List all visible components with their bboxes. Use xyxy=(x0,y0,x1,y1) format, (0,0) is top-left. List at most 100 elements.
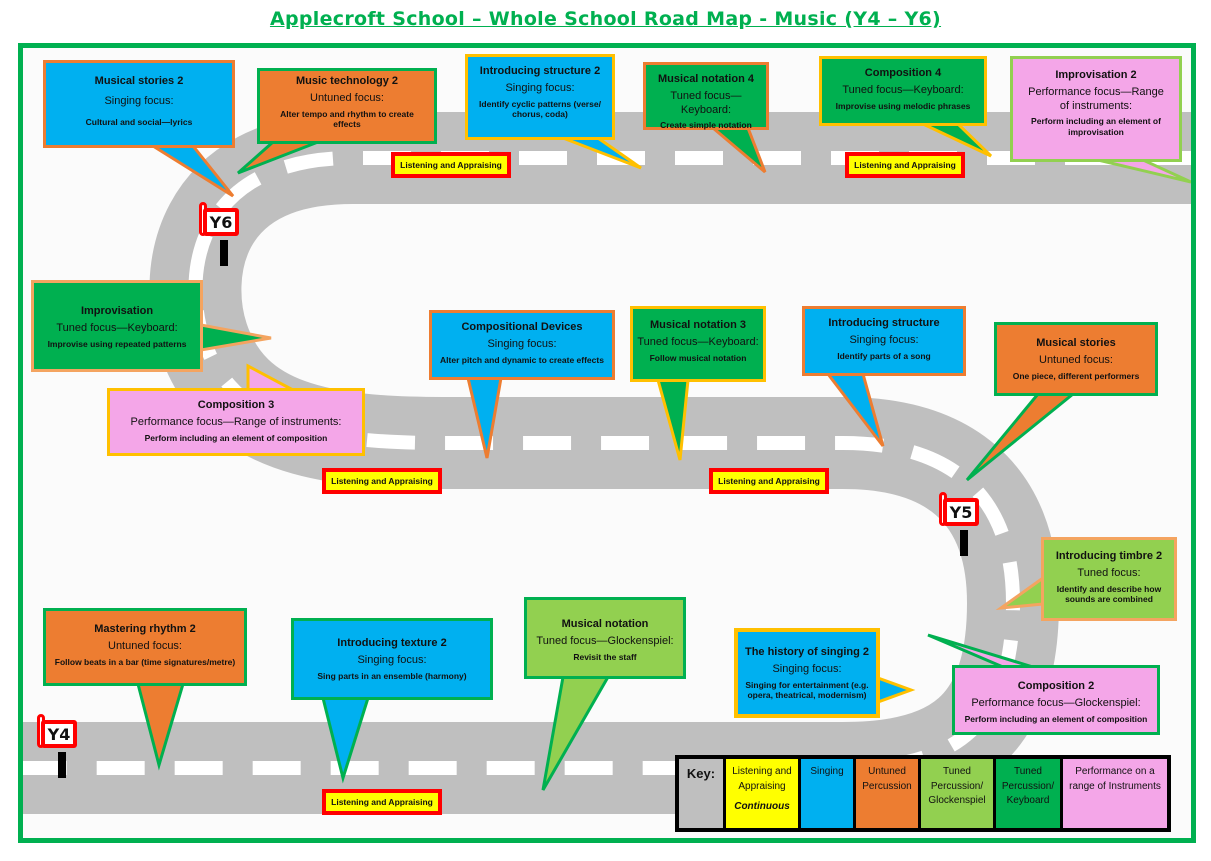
unit-detail: Singing for entertainment (e.g. opera, t… xyxy=(745,679,869,701)
unit-focus: Performance focus—Range of instruments: xyxy=(1028,85,1164,112)
unit-callout-music-technology-2: Music technology 2 Untuned focus: Alter … xyxy=(257,68,437,144)
listening-appraising-badge: Listening and Appraising xyxy=(709,468,829,494)
unit-detail: Identify and describe how sounds are com… xyxy=(1056,583,1162,605)
unit-title: Improvisation 2 xyxy=(1055,69,1137,81)
unit-detail: One piece, different performers xyxy=(1012,370,1140,381)
key-item-tuned-keyboard: Tuned Percussion/ Keyboard xyxy=(996,759,1060,828)
key-item-label: Listening and Appraising xyxy=(732,766,792,792)
year-sign-y5: Y5 xyxy=(939,492,983,556)
listening-appraising-badge: Listening and Appraising xyxy=(391,152,511,178)
unit-detail: Create simple notation xyxy=(660,120,752,131)
unit-callout-composition-2: Composition 2 Performance focus—Glockens… xyxy=(952,665,1160,735)
unit-callout-musical-stories-2: Musical stories 2 Singing focus: Cultura… xyxy=(43,60,235,148)
unit-callout-compositional-devices: Compositional Devices Singing focus: Alt… xyxy=(429,310,615,380)
sign-post xyxy=(220,240,228,266)
unit-detail: Follow beats in a bar (time signatures/m… xyxy=(54,656,236,667)
unit-title: Compositional Devices xyxy=(461,321,583,333)
unit-focus: Singing focus: xyxy=(104,94,174,107)
unit-callout-introducing-texture-2: Introducing texture 2 Singing focus: Sin… xyxy=(291,618,493,700)
key-item-performance: Performance on a range of Instruments xyxy=(1063,759,1167,828)
page-title: Applecroft School – Whole School Road Ma… xyxy=(269,8,942,30)
unit-title: Introducing structure 2 xyxy=(479,65,601,77)
listening-appraising-badge: Listening and Appraising xyxy=(322,789,442,815)
unit-title: Introducing timbre 2 xyxy=(1055,550,1163,562)
unit-detail: Cultural and social—lyrics xyxy=(85,116,193,127)
sign-post xyxy=(960,530,968,556)
unit-callout-composition-4: Composition 4 Tuned focus—Keyboard: Impr… xyxy=(819,56,987,126)
unit-title: Musical stories 2 xyxy=(94,75,184,87)
unit-detail: Perform including an element of composit… xyxy=(964,713,1148,724)
unit-detail: Alter tempo and rhythm to create effects xyxy=(280,108,414,130)
unit-callout-introducing-timbre-2: Introducing timbre 2 Tuned focus: Identi… xyxy=(1041,537,1177,621)
unit-focus: Performance focus—Glockenspiel: xyxy=(971,696,1141,709)
unit-focus: Singing focus: xyxy=(487,337,557,350)
unit-callout-musical-notation-4: Musical notation 4 Tuned focus—Keyboard:… xyxy=(643,62,769,130)
unit-focus: Singing focus: xyxy=(772,662,842,675)
unit-title: Musical notation xyxy=(561,618,649,630)
unit-focus: Singing focus: xyxy=(849,333,919,346)
unit-title: Composition 2 xyxy=(1017,680,1095,692)
key-item-label: Singing xyxy=(810,766,844,777)
key-item-singing: Singing xyxy=(801,759,853,828)
unit-title: Musical stories xyxy=(1036,337,1116,349)
unit-callout-improvisation: Improvisation Tuned focus—Keyboard: Impr… xyxy=(31,280,203,372)
unit-focus: Tuned focus—Keyboard: xyxy=(637,335,759,348)
year-label: Y6 xyxy=(203,208,239,236)
unit-callout-composition-3: Composition 3 Performance focus—Range of… xyxy=(107,388,365,456)
unit-detail: Identify parts of a song xyxy=(837,350,931,361)
key-item-untuned: Untuned Percussion xyxy=(856,759,918,828)
unit-title: Music technology 2 xyxy=(295,75,399,87)
unit-title: Composition 3 xyxy=(197,399,275,411)
unit-callout-improvisation-2: Improvisation 2 Performance focus—Range … xyxy=(1010,56,1182,162)
colour-key: Key: Listening and Appraising Continuous… xyxy=(675,755,1171,832)
key-label: Key: xyxy=(679,759,723,828)
road-map-frame: Musical stories 2 Singing focus: Cultura… xyxy=(18,43,1196,843)
unit-detail: Improvise using repeated patterns xyxy=(47,338,187,349)
unit-focus: Untuned focus: xyxy=(310,91,384,104)
unit-title: Improvisation xyxy=(80,305,154,317)
listening-appraising-badge: Listening and Appraising xyxy=(322,468,442,494)
unit-callout-musical-notation-3: Musical notation 3 Tuned focus—Keyboard:… xyxy=(630,306,766,382)
year-label: Y4 xyxy=(41,720,77,748)
unit-focus: Singing focus: xyxy=(505,81,575,94)
unit-title: Composition 4 xyxy=(864,67,942,79)
unit-detail: Revisit the staff xyxy=(573,651,637,662)
key-item-listening: Listening and Appraising Continuous xyxy=(726,759,798,828)
year-label: Y5 xyxy=(943,498,979,526)
unit-title: Musical notation 4 xyxy=(658,73,754,85)
key-item-note: Continuous xyxy=(734,801,790,812)
unit-title: The history of singing 2 xyxy=(744,646,870,658)
unit-detail: Sing parts in an ensemble (harmony) xyxy=(317,670,467,681)
unit-callout-introducing-structure: Introducing structure Singing focus: Ide… xyxy=(802,306,966,376)
key-item-label: Performance on a range of Instruments xyxy=(1069,766,1161,792)
sign-post xyxy=(58,752,66,778)
unit-title: Musical notation 3 xyxy=(650,319,746,331)
unit-focus: Tuned focus—Glockenspiel: xyxy=(536,634,674,647)
unit-detail: Perform including an element of improvis… xyxy=(1031,116,1161,137)
key-item-label: Untuned Percussion xyxy=(862,766,912,792)
unit-callout-musical-notation: Musical notation Tuned focus—Glockenspie… xyxy=(524,597,686,679)
key-item-tuned-glockenspiel: Tuned Percussion/ Glockenspiel xyxy=(921,759,993,828)
road-center-dashes xyxy=(23,151,1191,775)
unit-focus: Untuned focus: xyxy=(108,639,182,652)
unit-detail: Alter pitch and dynamic to create effect… xyxy=(440,354,604,365)
unit-focus: Tuned focus: xyxy=(1077,566,1141,579)
unit-detail: Perform including an element of composit… xyxy=(144,432,328,443)
unit-focus: Tuned focus—Keyboard: xyxy=(842,83,964,96)
unit-detail: Identify cyclic patterns (verse/ chorus,… xyxy=(479,98,601,120)
unit-focus: Performance focus—Range of instruments: xyxy=(130,415,342,428)
year-sign-y4: Y4 xyxy=(37,714,81,778)
unit-title: Introducing texture 2 xyxy=(337,637,447,649)
unit-focus: Untuned focus: xyxy=(1039,353,1113,366)
year-sign-y6: Y6 xyxy=(199,202,243,266)
unit-focus: Tuned focus—Keyboard: xyxy=(670,89,742,116)
key-item-label: Tuned Percussion/ Glockenspiel xyxy=(928,766,986,806)
unit-detail: Follow musical notation xyxy=(649,352,747,363)
unit-title: Mastering rhythm 2 xyxy=(94,623,196,635)
listening-appraising-badge: Listening and Appraising xyxy=(845,152,965,178)
key-item-label: Tuned Percussion/ Keyboard xyxy=(1001,766,1055,806)
unit-detail: Improvise using melodic phrases xyxy=(835,100,971,111)
unit-focus: Tuned focus—Keyboard: xyxy=(56,321,178,334)
unit-callout-introducing-structure-2: Introducing structure 2 Singing focus: I… xyxy=(465,54,615,140)
unit-callout-mastering-rhythm-2: Mastering rhythm 2 Untuned focus: Follow… xyxy=(43,608,247,686)
